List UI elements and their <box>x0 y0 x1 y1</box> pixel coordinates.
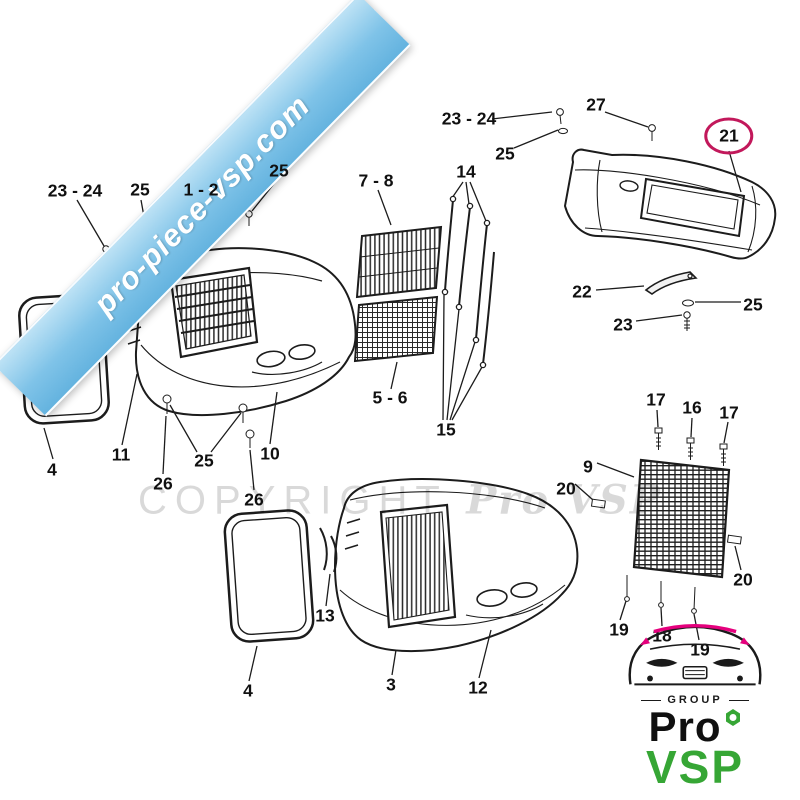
part-label: 13 <box>315 605 335 626</box>
rear-bumper-panel <box>563 148 777 260</box>
part-label: 25 <box>130 179 150 200</box>
part-label: 26 <box>244 489 264 510</box>
part-label: 17 <box>719 402 739 423</box>
provsp-logo: GROUP Pro VSP <box>600 612 790 790</box>
part-label: 25 <box>495 143 515 164</box>
clip-20-left <box>590 498 606 509</box>
part-label: 25 <box>194 450 214 471</box>
grille-9-fasteners <box>590 427 742 614</box>
logo-group-text: GROUP <box>667 694 723 707</box>
bolt-16 <box>686 437 695 460</box>
front-bumper-upper <box>127 247 357 417</box>
grille-5-6 <box>353 295 439 363</box>
part-label-highlighted: 21 <box>704 117 754 155</box>
part-label: 20 <box>556 478 576 499</box>
bolt-17-right <box>719 443 728 466</box>
part-label: 20 <box>733 569 753 590</box>
part-label: 23 - 24 <box>47 180 103 201</box>
part-label: 19 <box>609 619 629 640</box>
part-label: 14 <box>456 161 476 182</box>
fixing-rods <box>441 195 495 369</box>
part-label: 23 <box>613 314 633 335</box>
group-divider-line <box>728 699 749 701</box>
part-label: 16 <box>682 397 702 418</box>
car-sketch-icon <box>628 624 762 686</box>
part-label: 4 <box>47 459 57 480</box>
logo-pro-row: Pro <box>648 706 741 748</box>
part-label: 26 <box>153 473 173 494</box>
hexagon-nut-icon <box>725 709 740 727</box>
logo-vsp-text: VSP <box>645 741 745 794</box>
part-label: 9 <box>583 456 593 477</box>
part-label: 5 - 6 <box>372 387 408 408</box>
copyright-text: COPYRIGHT <box>138 478 448 523</box>
logo-group-row: GROUP <box>641 694 749 707</box>
part-label: 25 <box>269 160 289 181</box>
part-label: 22 <box>572 281 592 302</box>
copyright-brand-text: Pro VSP <box>466 476 662 524</box>
part-label: 10 <box>260 443 280 464</box>
part-label: 27 <box>586 94 606 115</box>
part-label: 4 <box>243 680 253 701</box>
part-label: 7 - 8 <box>358 170 394 191</box>
part-label: 17 <box>646 389 666 410</box>
logo-pro-text: Pro <box>648 703 722 751</box>
part-13-strips <box>319 527 338 573</box>
seal-part4-bottom <box>223 509 315 643</box>
pin-19-right <box>691 586 697 614</box>
front-bumper-lower <box>333 478 579 653</box>
rear-panel-fasteners <box>556 108 698 331</box>
pin-18 <box>658 581 664 608</box>
part-label: 1 - 2 <box>183 179 219 200</box>
part-label: 12 <box>468 677 488 698</box>
grille-9 <box>632 458 731 579</box>
bolt-17-left <box>654 427 663 450</box>
part-label: 23 - 24 <box>441 108 497 129</box>
copyright-watermark: COPYRIGHT Pro VSP <box>138 477 662 524</box>
group-divider-line <box>641 699 662 701</box>
clip-20-right <box>726 534 742 545</box>
pin-19-left <box>624 575 630 602</box>
part-label: 11 <box>111 444 131 465</box>
part-label: 3 <box>386 674 396 695</box>
part-label: 15 <box>436 419 456 440</box>
grille-7-8 <box>355 225 443 299</box>
part-label: 25 <box>743 294 763 315</box>
leader-lines <box>43 111 742 682</box>
